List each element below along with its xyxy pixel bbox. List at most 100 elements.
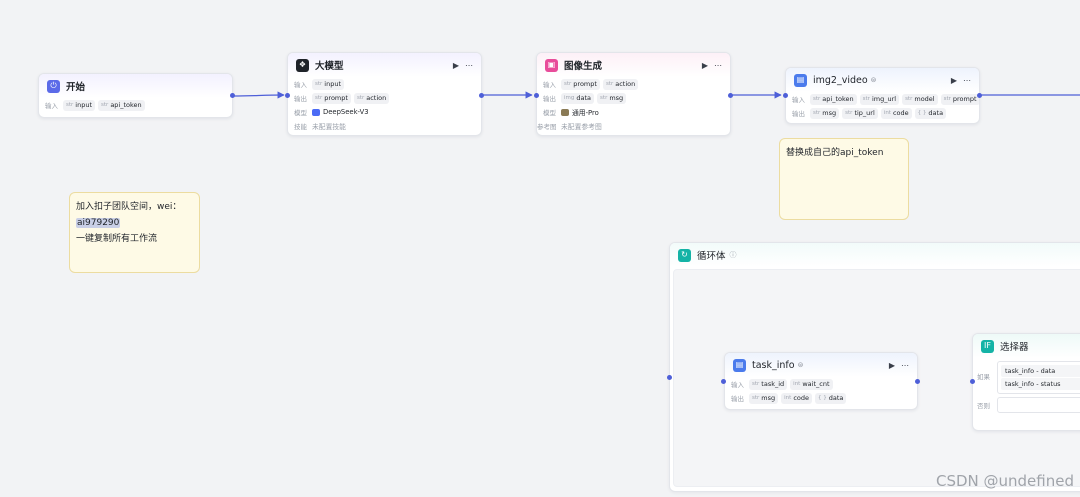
deepseek-logo-icon (312, 108, 320, 116)
loop-header: ↻ 循环体 ⓘ (670, 243, 1080, 267)
edge-start-to-llm[interactable] (232, 91, 285, 99)
task-info-node-header: ▤ task_info ⊜ ▶ ⋯ (725, 353, 917, 377)
llm-output-port[interactable] (479, 93, 484, 98)
selector-else-row: 否则 (977, 397, 1080, 413)
loop-inner-port[interactable] (667, 375, 672, 380)
watermark: CSDN @undefined (935, 472, 1074, 490)
llm-icon: ❖ (296, 58, 309, 72)
note-line: 替换成自己的api_token (786, 148, 884, 158)
image-gen-reference-row: 参考图 未配置参考图 (537, 123, 602, 131)
image-gen-output-port[interactable] (728, 93, 733, 98)
selector-node[interactable]: IF 选择器 如果 task_info - data task_info - s… (972, 333, 1080, 431)
condition-item[interactable]: task_info - data (1001, 365, 1080, 377)
image-gen-model-name: 通用-Pro (572, 109, 599, 117)
img2video-node-title: img2_video (813, 74, 868, 86)
more-icon[interactable]: ⋯ (465, 60, 473, 70)
condition-group[interactable]: task_info - data task_info - status (997, 361, 1080, 394)
param-tag: { }data (815, 392, 847, 404)
task-info-input-port[interactable] (721, 379, 726, 384)
selector-icon: IF (981, 339, 994, 353)
llm-model-name: DeepSeek-V3 (323, 108, 369, 116)
run-icon[interactable]: ▶ (701, 60, 708, 70)
loop-title: 循环体 (697, 251, 726, 262)
else-branch[interactable] (997, 397, 1080, 413)
image-gen-input-port[interactable] (534, 93, 539, 98)
task-info-output-port[interactable] (915, 379, 920, 384)
image-gen-node-header: ▣ 图像生成 ▶ ⋯ (537, 53, 730, 77)
more-icon[interactable]: ⋯ (714, 60, 722, 70)
llm-model-row: 模型 DeepSeek-V3 (294, 108, 369, 117)
note-line: 一键复制所有工作流 (76, 233, 158, 244)
img2video-output-port[interactable] (977, 93, 982, 98)
img2video-node-header: ▤ img2_video ⊜ ▶ ⋯ (786, 68, 979, 92)
image-gen-model-row: 模型 通用-Pro (543, 108, 599, 117)
selector-input-port[interactable] (970, 379, 975, 384)
run-icon[interactable]: ▶ (950, 75, 957, 85)
note-highlight: ai979290 (76, 217, 121, 228)
llm-node-header: ❖ 大模型 ▶ ⋯ (288, 53, 481, 77)
model-logo-icon (561, 108, 569, 116)
selector-node-header: IF 选择器 (973, 334, 1080, 358)
image-gen-reference-value: 未配置参考图 (561, 123, 602, 131)
note-team-space[interactable]: 加入扣子团队空间，wei： ai979290 一键复制所有工作流 (69, 192, 200, 273)
llm-node-title: 大模型 (315, 61, 344, 72)
note-line: 加入扣子团队空间，wei： (76, 202, 182, 212)
selector-if-row: 如果 task_info - data task_info - status (977, 361, 1080, 394)
loop-icon: ↻ (678, 248, 691, 262)
start-node-title: 开始 (66, 82, 86, 93)
note-api-token[interactable]: 替换成自己的api_token (779, 138, 909, 220)
llm-input-port[interactable] (285, 93, 290, 98)
input-label: 输入 (45, 102, 58, 110)
more-icon[interactable]: ⋯ (963, 75, 971, 85)
plugin-icon: ▤ (733, 358, 746, 372)
run-icon[interactable]: ▶ (888, 360, 895, 370)
more-icon[interactable]: ⋯ (901, 360, 909, 370)
info-icon[interactable]: ⓘ (729, 251, 737, 259)
plugin-badge-icon: ⊜ (870, 76, 877, 84)
condition-item[interactable]: task_info - status (1001, 378, 1080, 390)
start-output-port[interactable] (230, 93, 235, 98)
start-node-header: ⏻ 开始 (39, 74, 232, 98)
img2video-input-port[interactable] (783, 93, 788, 98)
run-icon[interactable]: ▶ (452, 60, 459, 70)
start-icon: ⏻ (47, 79, 60, 93)
image-gen-node-title: 图像生成 (564, 61, 603, 72)
plugin-badge-icon: ⊜ (797, 361, 804, 369)
param-tag: { }data (914, 107, 947, 119)
selector-node-title: 选择器 (1000, 342, 1029, 353)
task-info-node-title: task_info (752, 359, 795, 371)
